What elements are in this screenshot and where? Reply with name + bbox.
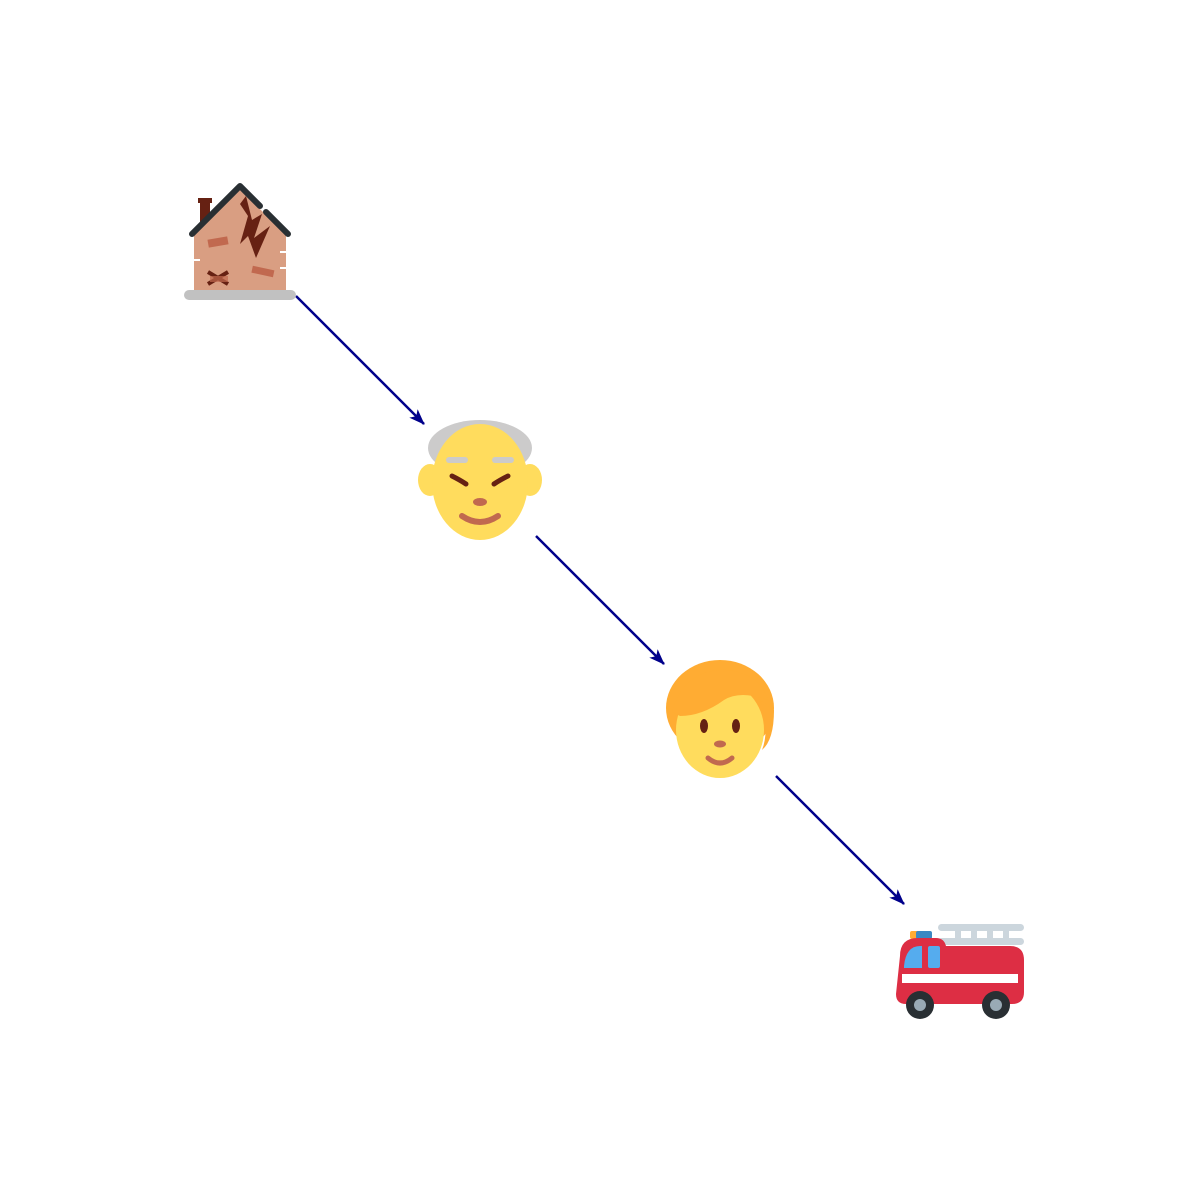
person-icon: [666, 660, 774, 778]
edge-house-to-older-person: [295, 295, 425, 425]
edge-older-person-to-person: [535, 535, 665, 665]
fire-engine-icon: [896, 924, 1024, 1019]
derelict-house-icon: [184, 183, 296, 300]
edge-person-to-fire-engine: [775, 775, 905, 905]
older-person-icon: [418, 420, 542, 540]
edges: [295, 295, 905, 905]
